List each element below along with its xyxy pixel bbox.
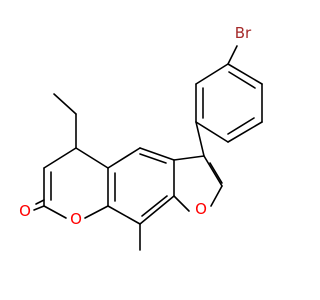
bond bbox=[107, 205, 141, 225]
furan-oxygen-label: O bbox=[195, 200, 207, 218]
bond bbox=[75, 147, 109, 169]
bond bbox=[203, 155, 223, 187]
bromophenyl-ring bbox=[195, 63, 263, 143]
molecule-canvas: Br O O O bbox=[19, 24, 263, 251]
c-br-bond bbox=[227, 45, 238, 65]
molecule-structure: Br O O O bbox=[19, 24, 263, 251]
bond bbox=[139, 147, 175, 161]
carbonyl-oxygen-label: O bbox=[19, 202, 31, 220]
bond bbox=[195, 63, 229, 85]
double-bond-inner bbox=[227, 117, 255, 135]
bond bbox=[43, 147, 77, 169]
double-bond-inner bbox=[141, 195, 168, 217]
double-bond-inner bbox=[209, 162, 223, 184]
double-bond-inner bbox=[228, 71, 256, 89]
bond bbox=[227, 121, 263, 143]
central-benzene-ring bbox=[107, 147, 175, 225]
aryl-furan-bond bbox=[195, 121, 205, 157]
pyranone-oxygen-label: O bbox=[70, 210, 82, 228]
furan-ring bbox=[173, 155, 223, 212]
bond bbox=[227, 63, 263, 85]
bond bbox=[173, 155, 205, 161]
carbonyl-bond bbox=[33, 205, 45, 211]
bond bbox=[139, 195, 175, 225]
bond bbox=[43, 205, 67, 219]
bond bbox=[195, 121, 229, 143]
bond bbox=[84, 205, 109, 219]
bond bbox=[107, 147, 141, 169]
pyranone-ring bbox=[43, 147, 109, 219]
bond bbox=[173, 195, 190, 212]
bond bbox=[210, 185, 223, 207]
carbonyl-bond-second bbox=[35, 199, 45, 205]
ethyl-bond bbox=[53, 93, 77, 115]
double-bond-inner bbox=[139, 153, 167, 164]
bromine-label: Br bbox=[235, 24, 252, 42]
